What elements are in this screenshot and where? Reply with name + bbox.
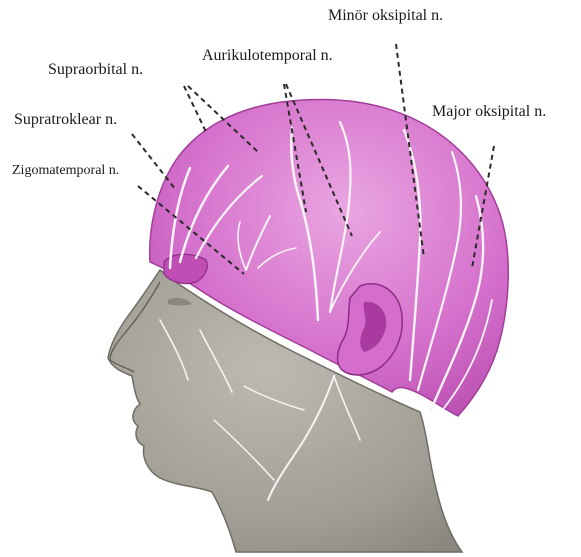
label-auriculotemporal-nerve: Aurikulotemporal n. <box>202 48 333 64</box>
label-zygomaticotemporal-nerve: Zigomatemporal n. <box>12 164 119 178</box>
label-supraorbital-nerve: Supraorbital n. <box>48 62 143 78</box>
label-supratrochlear-nerve: Supratroklear n. <box>14 112 117 128</box>
label-major-occipital-nerve: Major oksipital n. <box>432 104 546 120</box>
label-minor-occipital-nerve: Minör oksipital n. <box>328 8 443 24</box>
